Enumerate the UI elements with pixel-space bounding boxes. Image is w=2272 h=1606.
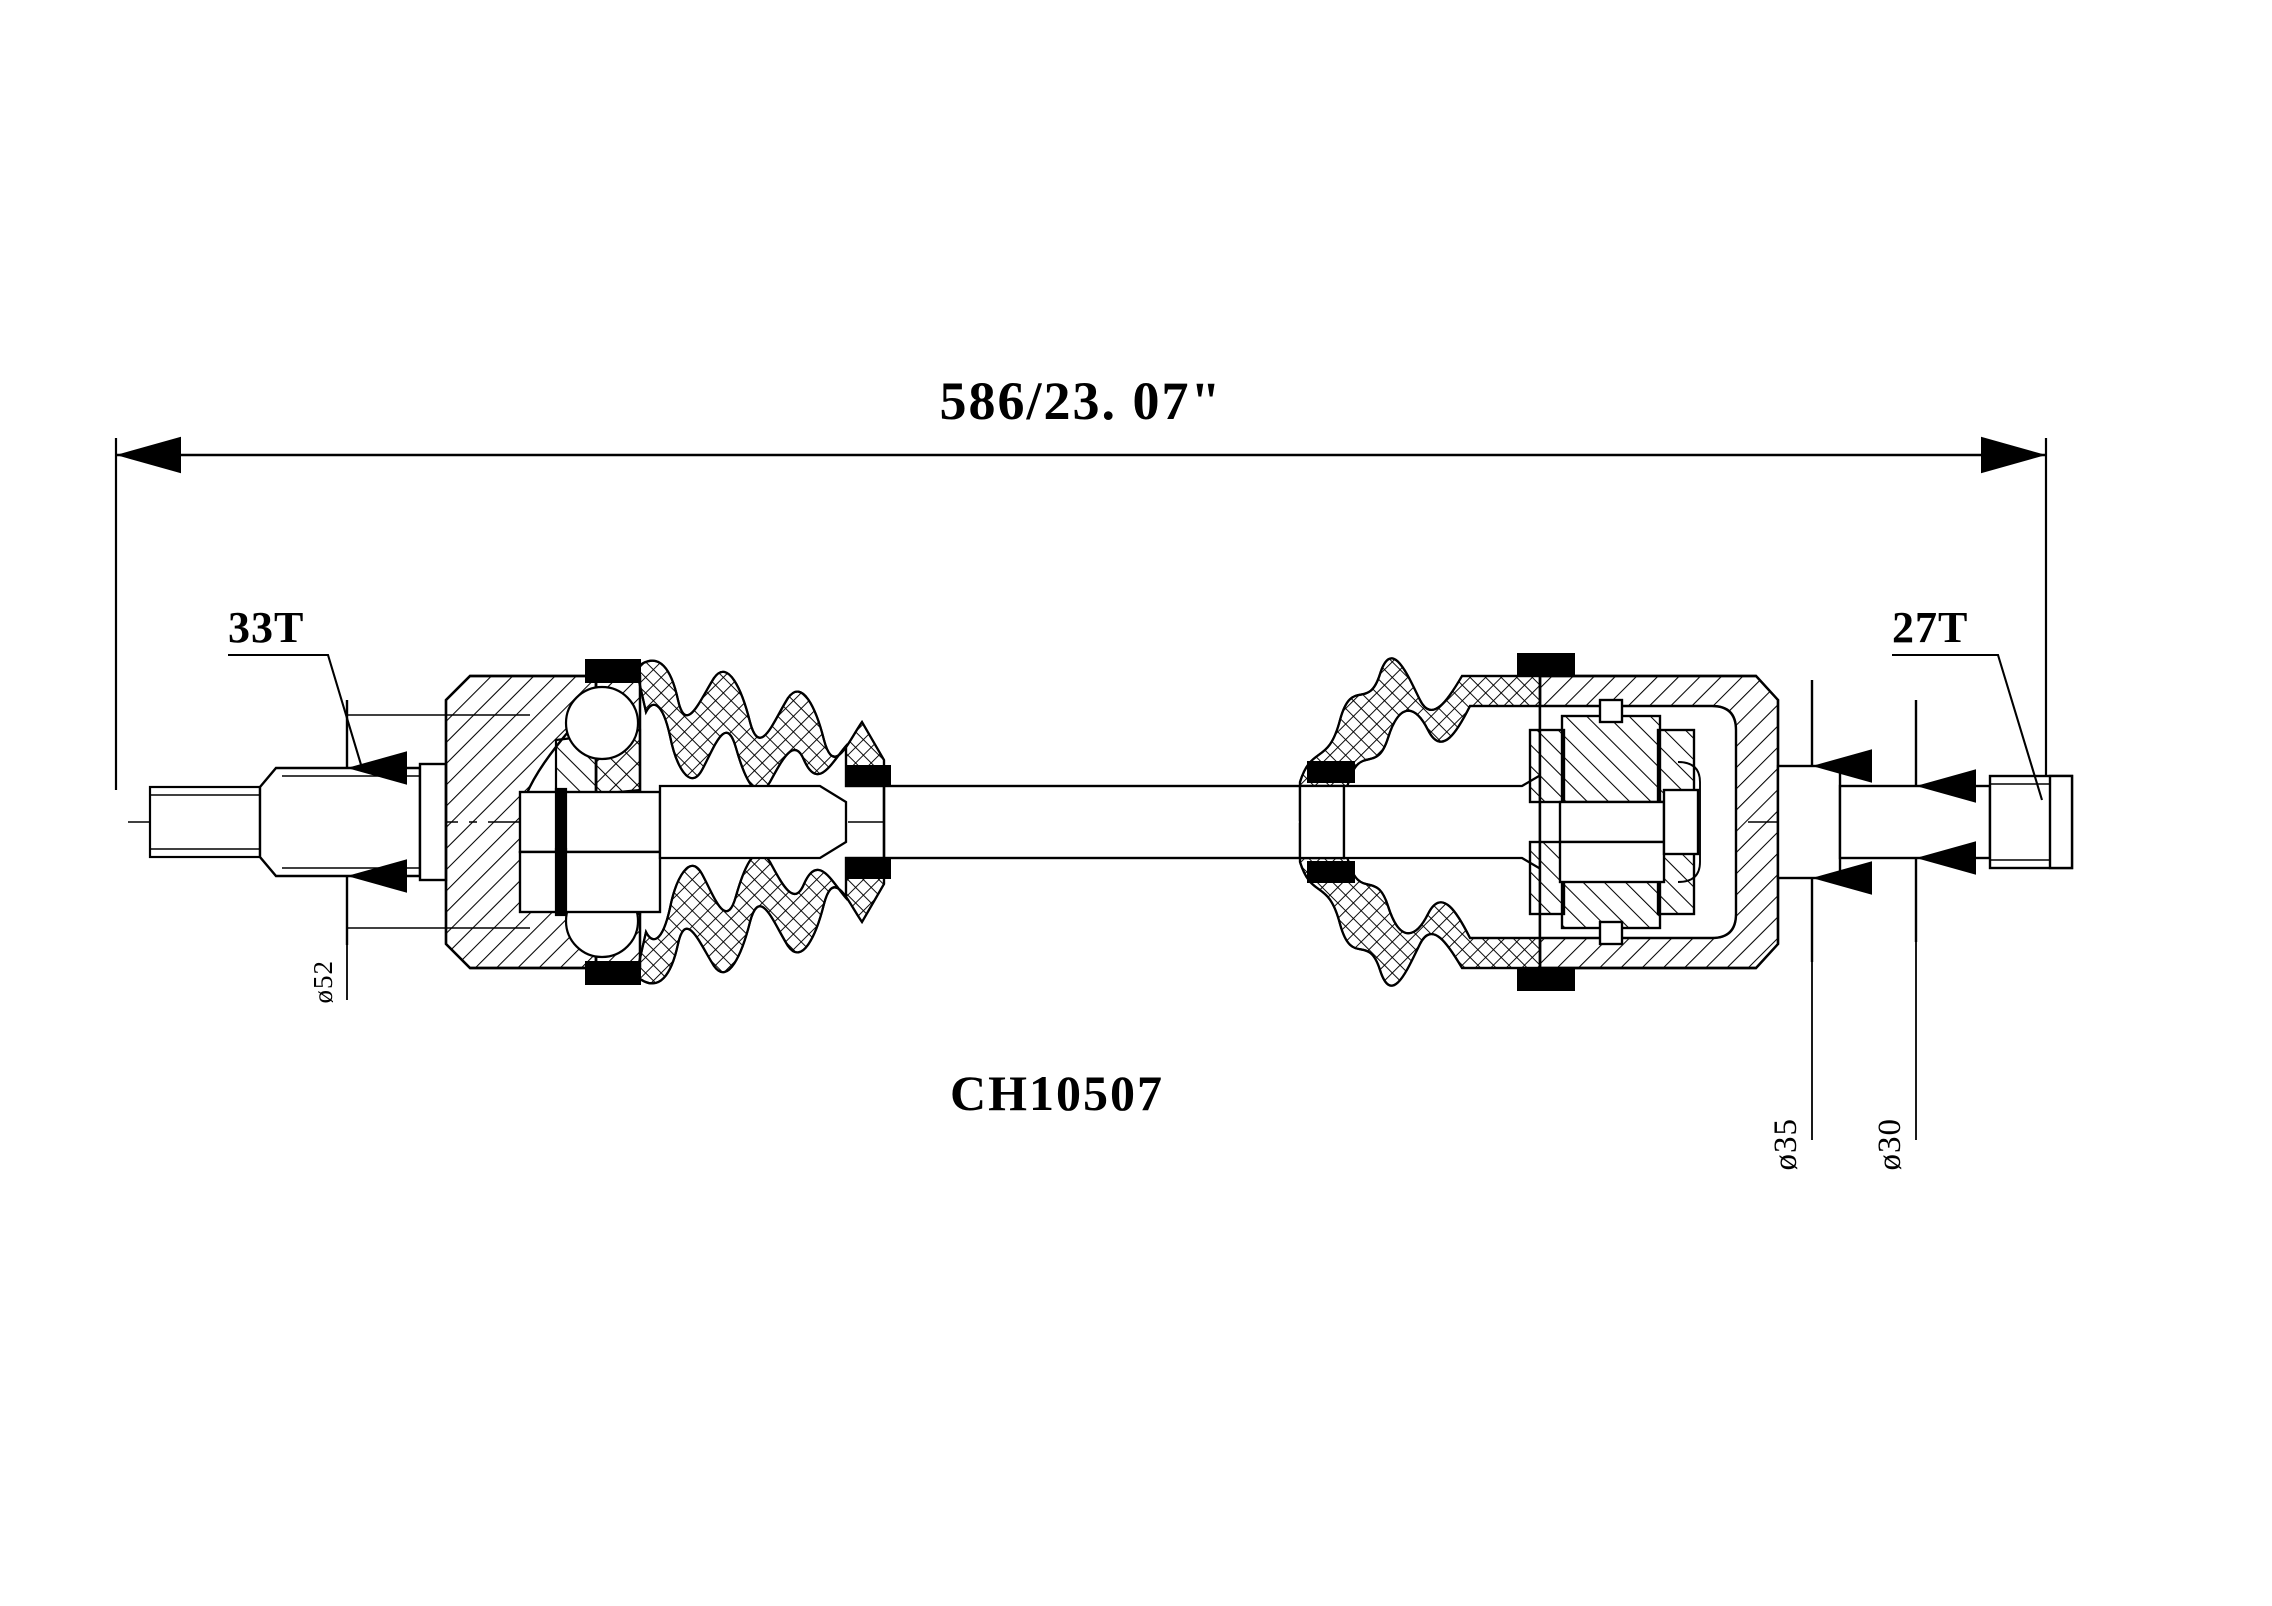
leader-line-33t bbox=[228, 653, 364, 769]
boot-wall-lower-outline bbox=[634, 852, 886, 985]
tripod-hub-upper bbox=[1558, 800, 1666, 844]
inner-race-lower bbox=[518, 850, 662, 914]
hub-step-right bbox=[1662, 788, 1700, 856]
nose-outline bbox=[148, 785, 262, 859]
overall-length-label: 586/23. 07" bbox=[940, 371, 1223, 431]
retainer-notch-bottom-outline bbox=[1598, 920, 1624, 946]
stub-shoulder-ring bbox=[418, 762, 448, 882]
inner-boot-seat bbox=[1298, 784, 1346, 860]
part-number-label: CH10507 bbox=[950, 1065, 1164, 1121]
outer-bellows-boot bbox=[634, 659, 886, 985]
hub-step-right-outline bbox=[1662, 788, 1700, 856]
inner-boot-clamp-large bbox=[1517, 653, 1575, 991]
clamp-small-top bbox=[845, 765, 891, 787]
end-journal-bar bbox=[1838, 784, 1992, 860]
roller-left-upper-outline bbox=[1528, 728, 1566, 804]
tripod-roller-bearing bbox=[1528, 698, 1700, 946]
race-key-lower bbox=[554, 847, 568, 917]
outer-teeth-label: 33T bbox=[228, 603, 304, 652]
outer-splined-stub-shaft bbox=[258, 762, 448, 882]
ball-upper bbox=[564, 685, 640, 761]
mid-journal-diameter-label: ø35 bbox=[1768, 1118, 1804, 1171]
tripod-hub-lower bbox=[1558, 840, 1666, 884]
inner-clamp-large-top bbox=[1517, 653, 1575, 677]
overall-length-dimension bbox=[114, 436, 2048, 790]
stub-diameter-label: ø52 bbox=[308, 960, 338, 1004]
end-journal-diameter-label: ø30 bbox=[1872, 1118, 1908, 1171]
tripod-hub-lower-outline bbox=[1558, 840, 1666, 884]
inner-teeth-label: 27T bbox=[1892, 603, 1968, 652]
boot-wall-upper-outline bbox=[634, 659, 886, 792]
inner-race-lower-outline bbox=[518, 850, 662, 914]
race-key-upper bbox=[554, 787, 568, 857]
tripod-housing-outline bbox=[1538, 674, 1780, 970]
clamp-large-top bbox=[585, 659, 641, 683]
clamp-large-bottom bbox=[585, 961, 641, 985]
inner-race-upper bbox=[518, 790, 662, 854]
boot-seat-shaft bbox=[658, 784, 848, 860]
retainer-notch-top bbox=[1598, 698, 1624, 724]
inner-splined-end-shaft bbox=[1776, 764, 2074, 880]
end-shoulder-ring bbox=[1776, 764, 1842, 880]
retainer-notch-bottom bbox=[1598, 920, 1624, 946]
retainer-notch-top-outline bbox=[1598, 698, 1624, 724]
shaft-under-inner-boot bbox=[1298, 763, 1558, 881]
boot-clamp-band-large bbox=[585, 659, 641, 985]
tripod-cavity-outline bbox=[1540, 705, 1737, 939]
inner-clamp-large-bottom bbox=[1517, 967, 1575, 991]
shaft-bar-outline bbox=[882, 784, 1346, 860]
clamp-small-bottom bbox=[845, 857, 891, 879]
shaft-under-outer-boot bbox=[658, 784, 848, 860]
outer-teeth-leader bbox=[228, 653, 364, 769]
leader-line-27t bbox=[1892, 653, 2044, 801]
end-chamfer bbox=[2048, 774, 2074, 870]
ball-bearing-cage-lower-mirror bbox=[518, 847, 662, 917]
threaded-nose-tip bbox=[148, 785, 262, 859]
roller-left-upper bbox=[1528, 728, 1566, 804]
tripod-trunnion-upper bbox=[1560, 714, 1662, 804]
inner-teeth-leader bbox=[1892, 653, 2044, 801]
stub-taper-body bbox=[258, 766, 422, 878]
boot-clamp-band-small bbox=[845, 765, 891, 879]
intermediate-shaft-bar bbox=[882, 784, 1346, 860]
